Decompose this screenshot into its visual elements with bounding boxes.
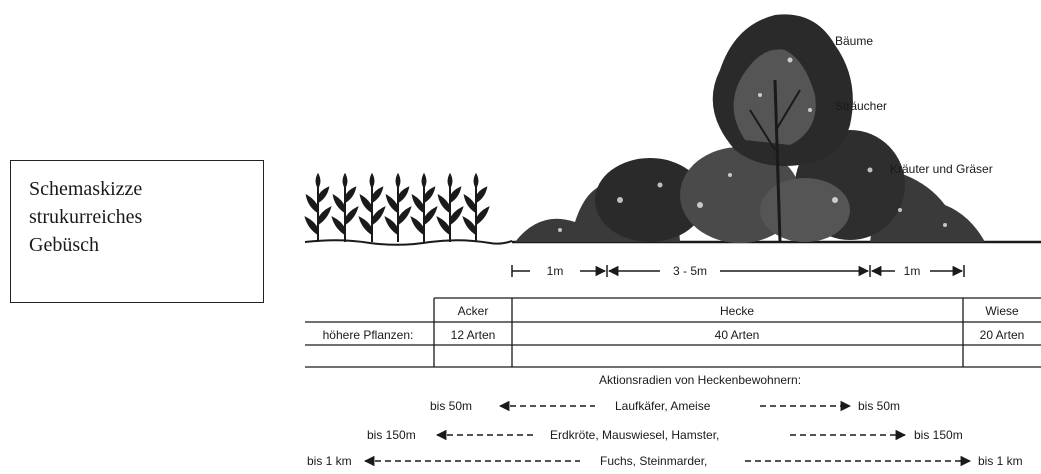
width-middle-label: 3 - 5m <box>673 264 707 278</box>
radius-row-1-right: bis 50m <box>858 399 900 413</box>
width-dimension <box>512 265 964 277</box>
radius-row-1-left: bis 50m <box>430 399 472 413</box>
radius-row-1-animals: Laufkäfer, Ameise <box>615 399 711 413</box>
label-shrubs: Sträucher <box>835 99 887 113</box>
radius-row-3-right: bis 1 km <box>978 454 1023 468</box>
table-header-hecke: Hecke <box>720 304 754 318</box>
label-herbs: Kräuter und Gräser <box>890 162 993 176</box>
radius-row-3-left: bis 1 km <box>307 454 352 468</box>
table-header-wiese: Wiese <box>985 304 1019 318</box>
label-trees: Bäume <box>835 34 873 48</box>
radius-row-2-right: bis 150m <box>914 428 963 442</box>
table-cell-hecke: 40 Arten <box>715 328 760 342</box>
radii-title: Aktionsradien von Heckenbewohnern: <box>599 373 801 387</box>
hedge-illustration <box>515 14 985 243</box>
width-left-label: 1m <box>547 264 564 278</box>
radius-row-2-animals: Erdkröte, Mauswiesel, Hamster, <box>550 428 719 442</box>
table-row-label: höhere Pflanzen: <box>323 328 414 342</box>
radius-row-3: bis 1 km Fuchs, Steinmarder, bis 1 km <box>307 454 1023 468</box>
table-cell-wiese: 20 Arten <box>980 328 1025 342</box>
radius-row-1: bis 50m Laufkäfer, Ameise bis 50m <box>430 399 900 413</box>
width-right-label: 1m <box>904 264 921 278</box>
species-table <box>305 298 1041 367</box>
table-cell-acker: 12 Arten <box>451 328 496 342</box>
radius-row-2: bis 150m Erdkröte, Mauswiesel, Hamster, … <box>367 428 963 442</box>
crop-plants-illustration <box>0 0 488 242</box>
radius-row-3-animals: Fuchs, Steinmarder, <box>600 454 707 468</box>
table-header-acker: Acker <box>458 304 489 318</box>
radius-row-2-left: bis 150m <box>367 428 416 442</box>
